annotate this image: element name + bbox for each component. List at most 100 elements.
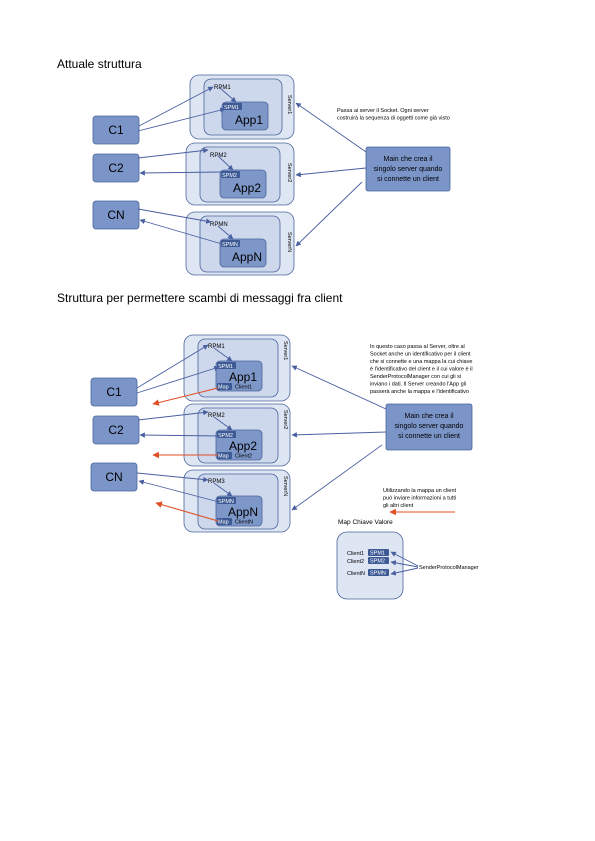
s1-spm-1-label: SPM1 [224,105,239,111]
s2-note-line-2: Socket anche un identificativo per il cl… [370,352,471,358]
s1-server-1-label: Server1 [286,95,292,114]
s2-map-title: Map Chiave Valore [338,519,393,526]
s1-spm-3-box [221,240,240,247]
s2-app-2-label: App2 [229,439,257,453]
s2-map-row-1-value-box [368,549,389,556]
s1-app-2-label: App2 [233,181,261,195]
s2-note-line-7: passerà anche la mappa e l'identificativ… [370,389,469,395]
s2-app-3-label: AppN [228,505,258,519]
s2-arrow-legend-spm2 [390,560,419,568]
s2-client-2-tag: Client2 [235,454,252,460]
s2-map-container [336,531,404,600]
s2-red-arrow-map1 [152,387,219,406]
s1-arrow-main-server2 [295,167,367,178]
s2-rpm-2-label: RPM2 [208,413,225,419]
s2-red-arrow-map3 [155,501,219,522]
s2-arrow-rpm2-app2 [213,416,233,431]
s1-arrow-rpm1-app1 [219,87,237,103]
s1-client-3-box [92,200,140,230]
section1-title: Attuale struttura [57,57,142,71]
s2-client-1-box [90,377,138,407]
s2-arrow-legend-spmn [390,567,419,576]
s2-client-3-tag: ClientN [235,520,253,526]
s2-map-row-1-key: Client1 [347,551,364,557]
s2-note-line-3: che si connette e una mappa la cui chiav… [370,359,472,365]
s2-app-1-label: App1 [229,370,257,384]
s2-arrow-main-servern [291,444,383,511]
s1-rpm-2-label: RPM2 [210,153,227,159]
s2-main-box [385,403,473,451]
s2-client-2-box [92,415,140,445]
s2-map-1-label: Map [218,385,229,391]
s2-server-1-label: Server1 [282,341,288,360]
s1-client-3-label: CN [107,208,124,222]
s2-map-note-line-1: Utilizzando la mappa un client [383,488,457,494]
s2-spm-1-label: SPM1 [218,364,233,370]
s1-note-line-1: Passa ai server il Socket. Ogni server [337,108,429,114]
s2-main-line-2: singolo server quando [395,423,464,430]
s1-spm-2-box [221,171,240,178]
s2-client-1-label: C1 [106,385,122,399]
s1-main-box [365,146,451,192]
s2-note-line-4: è l'identificativo del client e il cui v… [370,367,473,373]
s2-arrow-cn-rpm3 [136,472,209,483]
s1-arrow-c2-rpm2 [137,147,209,159]
s2-spm-1-box [217,362,236,369]
s1-app-1-label: App1 [235,113,263,127]
s2-map-row-2-value-box [368,557,389,564]
s1-server-2-label: Server2 [286,163,292,182]
s2-note-line-6: inviano i dati. Il Server creando l'App … [370,382,466,388]
s2-arrow-legend-spm1 [390,551,419,567]
s1-arrow-cn-rpmn [137,208,212,224]
s2-main-line-3: si connette un client [398,433,460,440]
s1-client-1-label: C1 [108,123,124,137]
s2-map-row-3-key: ClientN [347,571,365,577]
s2-arrow-main-server2 [291,431,387,438]
s2-map-2-label: Map [218,454,229,460]
s2-arrow-spm1-c1 [136,365,220,394]
s1-note-line-2: costruirà la sequenza di oggetti come gi… [337,116,450,122]
s2-client-2-label: C2 [108,423,124,437]
s2-server-2-label: Server2 [282,410,288,429]
s2-map-3-box [217,518,232,525]
s2-map-row-1-value: SPM1 [370,551,385,557]
s2-spm-2-box [217,431,236,438]
s1-arrow-spm1-c1 [137,107,226,132]
s2-map-2-box [217,452,232,459]
s2-map-note-line-3: gli altri client [383,503,414,509]
s2-spm-3-label: SPMN [218,499,234,505]
s2-arrow-rpm1-app1 [213,347,233,362]
s1-arrow-main-server1 [295,102,367,153]
s2-client-3-label: CN [105,470,122,484]
s2-rpm-3-label: RPM3 [208,479,225,485]
s2-arrow-rpm3-appn [213,482,233,497]
s1-client-2-box [92,153,140,183]
s2-client-3-box [90,462,138,492]
s2-note-line-1: In questo caso passa al Server, oltre al [370,344,465,350]
s1-arrow-rpm2-app2 [217,155,234,171]
s2-map-1-box [217,383,232,390]
s1-arrow-spmn-cn [139,218,223,245]
s2-arrow-main-server1 [291,365,387,410]
s1-spm-3-label: SPMN [222,242,238,248]
s1-main-line-2: singolo server quando [374,166,443,173]
s2-spm-2-label: SPM2 [218,433,233,439]
s1-rpm-3-label: RPMN [210,222,228,228]
s1-main-line-1: Main che crea il [383,156,432,163]
s2-map-row-2-value: SPM2 [370,559,385,565]
s2-spm-3-box [217,497,236,504]
s2-map-row-2-key: Client2 [347,559,364,565]
s2-map-row-3-value-box [368,569,389,576]
s1-app-3-label: AppN [232,250,262,264]
s2-map-row-3-value: SPMN [370,571,386,577]
s2-server-3-label: ServerN [282,476,288,496]
s2-note-line-5: SenderProtocolManager con cui gli si [370,374,461,380]
s1-rpm-1-label: RPM1 [214,85,231,91]
s2-arrow-spm2-c2 [139,432,221,438]
s1-client-2-label: C2 [108,161,124,175]
s2-arrow-c2-rpm2 [137,409,209,421]
s2-rpm-1-label: RPM1 [208,344,225,350]
s2-client-1-tag: Client1 [235,385,252,391]
s2-arrow-spmn-cn [138,479,220,503]
